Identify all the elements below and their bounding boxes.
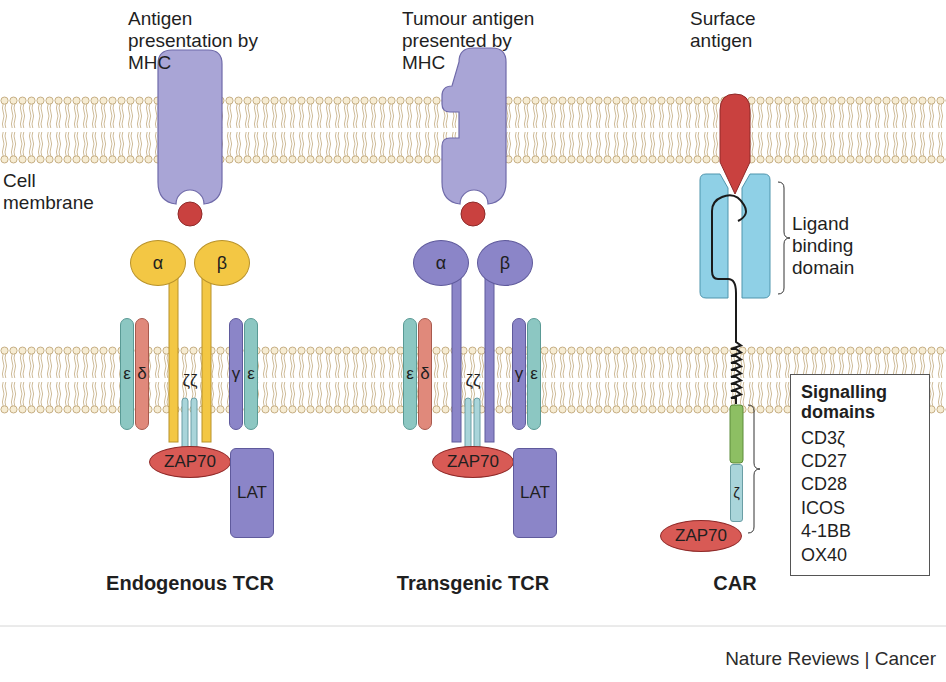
domain-name: ICOS	[801, 497, 845, 520]
callout-label: ζζ	[181, 371, 199, 391]
chain-label: ε	[406, 364, 414, 384]
chain-label: LAT	[520, 483, 550, 503]
domain-name: CD28	[801, 473, 847, 496]
protein-domain: β	[194, 240, 250, 286]
callout-label: Antigen presentation by MHC	[128, 8, 258, 74]
chain-label: LAT	[237, 483, 267, 503]
chain-label: ε	[530, 364, 538, 384]
panel-title: CAR	[685, 572, 785, 595]
chain-label: ZAP70	[447, 452, 499, 472]
protein-domain: ε	[244, 318, 258, 430]
protein-domain: LAT	[230, 448, 274, 538]
protein-domain: LAT	[513, 448, 557, 538]
callout-label: Cell membrane	[3, 170, 88, 214]
protein-domain: α	[413, 240, 469, 286]
chain-label: β	[217, 253, 227, 274]
chain-label: ε	[123, 364, 131, 384]
domain-name: OX40	[801, 544, 847, 567]
chain-label: α	[436, 253, 446, 274]
domain-name: 4-1BB	[801, 520, 851, 543]
domain-name: CD3ζ	[801, 427, 845, 450]
chain-label: γ	[515, 364, 524, 384]
chain-label: δ	[137, 364, 146, 384]
callout-label: Tumour antigen presented by MHC	[402, 8, 552, 74]
credit-line: Nature Reviews | Cancer	[640, 648, 936, 670]
protein-domain: α	[130, 240, 186, 286]
callout-label: ζζ	[464, 371, 482, 391]
chain-label: ε	[247, 364, 255, 384]
protein-domain: ζ	[730, 464, 743, 522]
chain-label: ζ	[733, 484, 740, 501]
protein-domain: ε	[527, 318, 541, 430]
chain-label: α	[153, 253, 163, 274]
chain-label: ZAP70	[675, 526, 727, 546]
protein-domain: ZAP70	[432, 446, 514, 478]
legend-box: Signalling domainsCD3ζCD27CD28ICOS4-1BBO…	[790, 374, 930, 576]
separator	[0, 626, 946, 627]
panel-title: Transgenic TCR	[363, 572, 583, 595]
callout-label: Ligand binding domain	[792, 213, 882, 279]
chain-label: δ	[420, 364, 429, 384]
legend-heading: Signalling domains	[801, 383, 919, 423]
protein-domain: ε	[403, 318, 417, 430]
panel-title: Endogenous TCR	[80, 572, 300, 595]
protein-domain: β	[477, 240, 533, 286]
protein-domain: γ	[229, 318, 243, 430]
protein-domain: ZAP70	[660, 520, 742, 552]
protein-domain: γ	[512, 318, 526, 430]
protein-domain: ε	[120, 318, 134, 430]
protein-domain: δ	[418, 318, 432, 430]
protein-domain: ZAP70	[149, 446, 231, 478]
car	[700, 94, 790, 533]
domain-name: CD27	[801, 450, 847, 473]
chain-label: γ	[232, 364, 241, 384]
callout-label: Surface antigen	[690, 8, 790, 52]
chain-label: ZAP70	[164, 452, 216, 472]
protein-domain: δ	[135, 318, 149, 430]
chain-label: β	[500, 253, 510, 274]
